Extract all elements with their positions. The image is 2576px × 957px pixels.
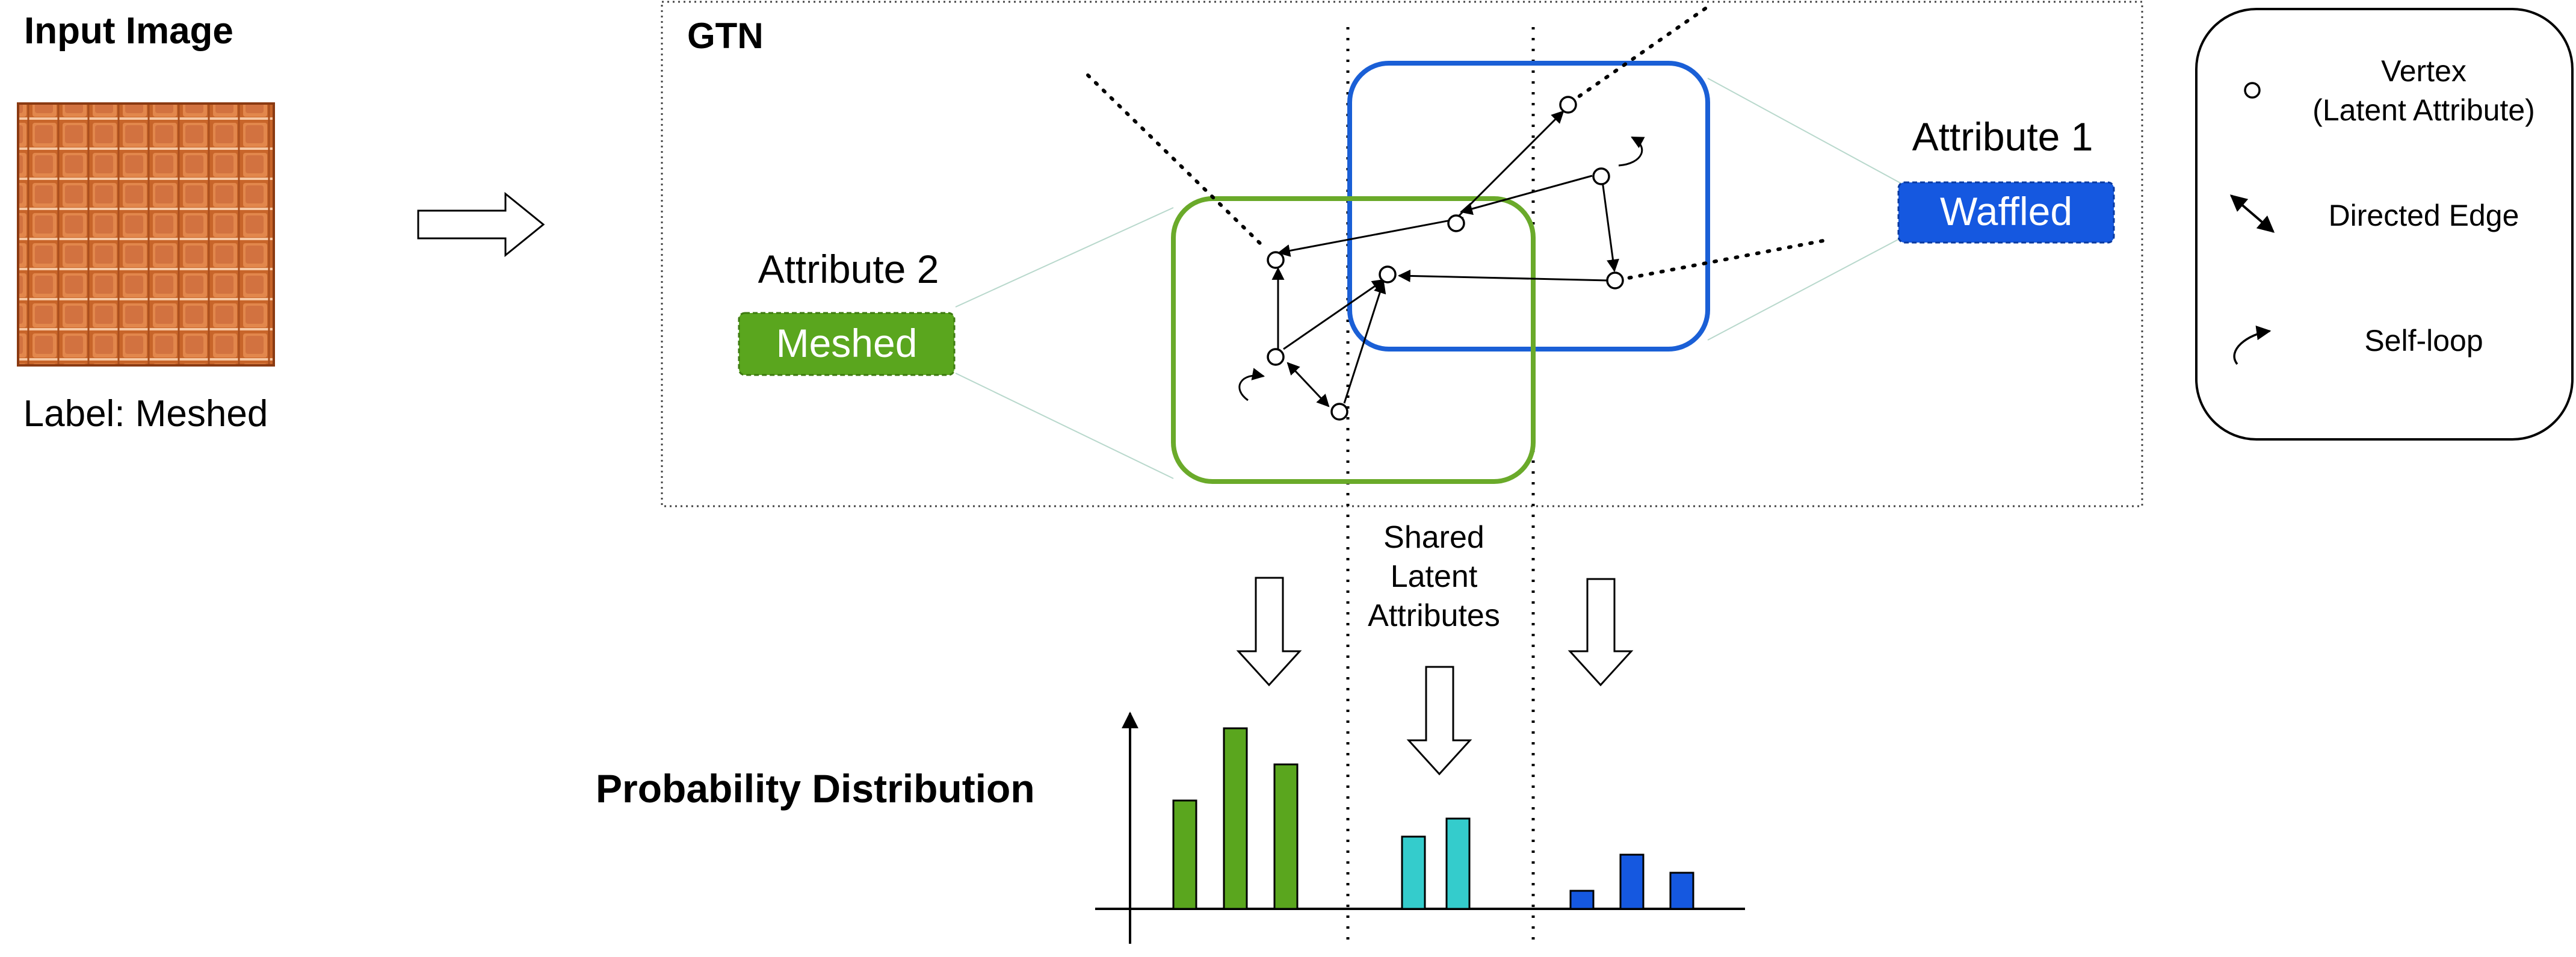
down-arrow-icon <box>1568 578 1634 687</box>
down-arrow-icon <box>1406 666 1472 776</box>
gtn-title: GTN <box>687 16 764 56</box>
probability-bar <box>1445 817 1471 910</box>
graph-vertex <box>1379 265 1397 283</box>
right-arrow-icon <box>417 191 545 258</box>
probability-bar <box>1401 835 1426 910</box>
attribute-2-heading: Attribute 2 <box>758 247 939 291</box>
attribute-connector-lines <box>955 78 1902 479</box>
directed-edges <box>1271 110 1619 407</box>
distribution-title: Probability Distribution <box>596 766 1035 811</box>
legend-vertex-line2: (Latent Attribute) <box>2312 93 2535 127</box>
attribute-1-heading: Attribute 1 <box>1912 114 2093 159</box>
graph-vertex <box>1330 403 1348 421</box>
graph-vertex <box>1606 271 1624 290</box>
down-arrow-icon <box>1236 577 1302 687</box>
self-loop-edge <box>1238 368 1265 401</box>
distribution-bars <box>1172 727 1694 910</box>
probability-bar <box>1619 853 1645 910</box>
probability-bar <box>1172 799 1197 910</box>
probability-bar <box>1569 890 1595 910</box>
attribute-1-value: Waffled <box>1940 189 2072 234</box>
probability-bar <box>1669 872 1694 910</box>
attribute-2-badge <box>738 312 956 376</box>
probability-bar <box>1273 763 1299 910</box>
graph-vertex <box>1267 251 1285 269</box>
attribute-2-region <box>1171 196 1536 484</box>
vertex-legend-icon <box>2244 82 2261 99</box>
attribute-1-badge <box>1897 181 2115 244</box>
input-image-title: Input Image <box>24 10 233 52</box>
graph-vertex <box>1559 96 1577 114</box>
shared-label-line3: Attributes <box>1368 598 1500 633</box>
graph-vertex <box>1592 167 1610 185</box>
attribute-2-value: Meshed <box>776 321 918 365</box>
directed-edge-legend-icon <box>2229 194 2275 233</box>
probability-bar <box>1223 727 1248 910</box>
graph-vertex <box>1447 214 1465 232</box>
self-loop-edge <box>1618 136 1645 167</box>
graph-vertex <box>1267 348 1285 366</box>
self-loop-legend-icon <box>2233 325 2272 365</box>
shared-label-line1: Shared <box>1383 520 1484 555</box>
outgoing-dotted-edges <box>1086 4 1831 282</box>
input-label: Label: Meshed <box>23 393 268 435</box>
legend-self-loop-label: Self-loop <box>2364 324 2483 358</box>
gtn-panel <box>661 1 2143 507</box>
legend-vertex-line1: Vertex <box>2381 54 2466 88</box>
shared-label-line2: Latent <box>1391 559 1478 594</box>
legend-edge-label: Directed Edge <box>2329 199 2519 232</box>
input-texture-image <box>17 102 275 367</box>
legend-box <box>2195 8 2574 441</box>
attribute-1-region <box>1347 61 1710 352</box>
